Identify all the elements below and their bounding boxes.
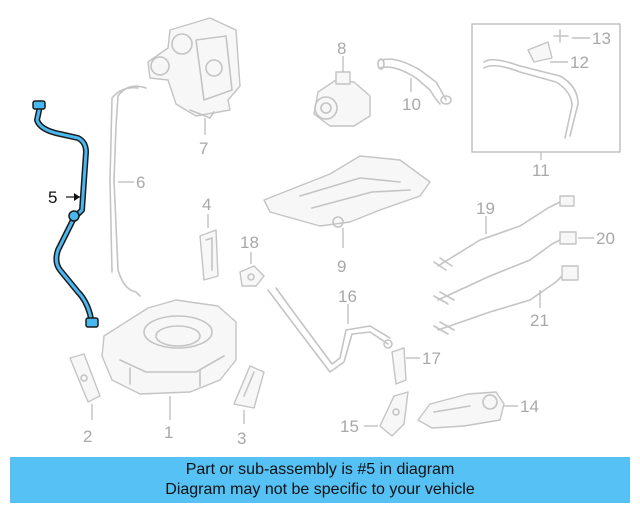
callout-5[interactable]: 5	[48, 188, 57, 207]
callout-7[interactable]: 7	[199, 139, 208, 158]
part-14-valve	[417, 391, 505, 429]
part-9-tray	[263, 155, 431, 228]
part-20-sensor	[433, 231, 577, 305]
part-2-bracket	[69, 353, 101, 403]
part-15-bracket	[379, 391, 409, 437]
part-4-bracket	[199, 229, 219, 281]
callout-10[interactable]: 10	[402, 95, 421, 114]
part-17-clip	[391, 347, 407, 385]
callout-8[interactable]: 8	[337, 39, 346, 58]
callout-2[interactable]: 2	[83, 427, 92, 446]
part-21-sensor	[433, 265, 579, 335]
callout-20[interactable]: 20	[596, 229, 615, 248]
parts-diagram: 5 6 7 8 10 11 1	[32, 17, 621, 448]
callout-11[interactable]: 11	[532, 161, 550, 180]
callout-16[interactable]: 16	[338, 287, 357, 306]
callout-1[interactable]: 1	[164, 423, 173, 442]
banner-line-disclaimer: Diagram may not be specific to your vehi…	[165, 481, 475, 498]
callout-13[interactable]: 13	[592, 29, 611, 48]
callout-4[interactable]: 4	[202, 195, 211, 214]
part-3-bracket	[233, 365, 265, 409]
callout-19[interactable]: 19	[476, 199, 495, 218]
callout-9[interactable]: 9	[337, 257, 346, 276]
callout-15[interactable]: 15	[340, 417, 359, 436]
callout-18[interactable]: 18	[240, 233, 259, 252]
part-8-pump	[313, 71, 371, 127]
part-11-box	[471, 23, 621, 153]
callout-6[interactable]: 6	[136, 173, 145, 192]
info-banner: Part or sub-assembly is #5 in diagram Di…	[10, 457, 630, 503]
part-1-housing	[101, 299, 237, 395]
part-5-arrow	[74, 193, 80, 201]
part-19-sensor	[433, 195, 575, 271]
callout-17[interactable]: 17	[422, 349, 441, 368]
part-7-bracket	[147, 17, 241, 119]
callout-3[interactable]: 3	[237, 429, 246, 448]
callout-14[interactable]: 14	[520, 397, 539, 416]
part-5-hose[interactable]	[32, 100, 99, 328]
banner-line-part: Part or sub-assembly is #5 in diagram	[185, 461, 455, 478]
part-16-tube	[267, 287, 393, 373]
callout-21[interactable]: 21	[530, 311, 549, 330]
part-10-hose	[377, 58, 452, 105]
part-6-pipe	[109, 85, 147, 297]
part-18-clip	[239, 265, 265, 287]
callout-12[interactable]: 12	[570, 53, 589, 72]
